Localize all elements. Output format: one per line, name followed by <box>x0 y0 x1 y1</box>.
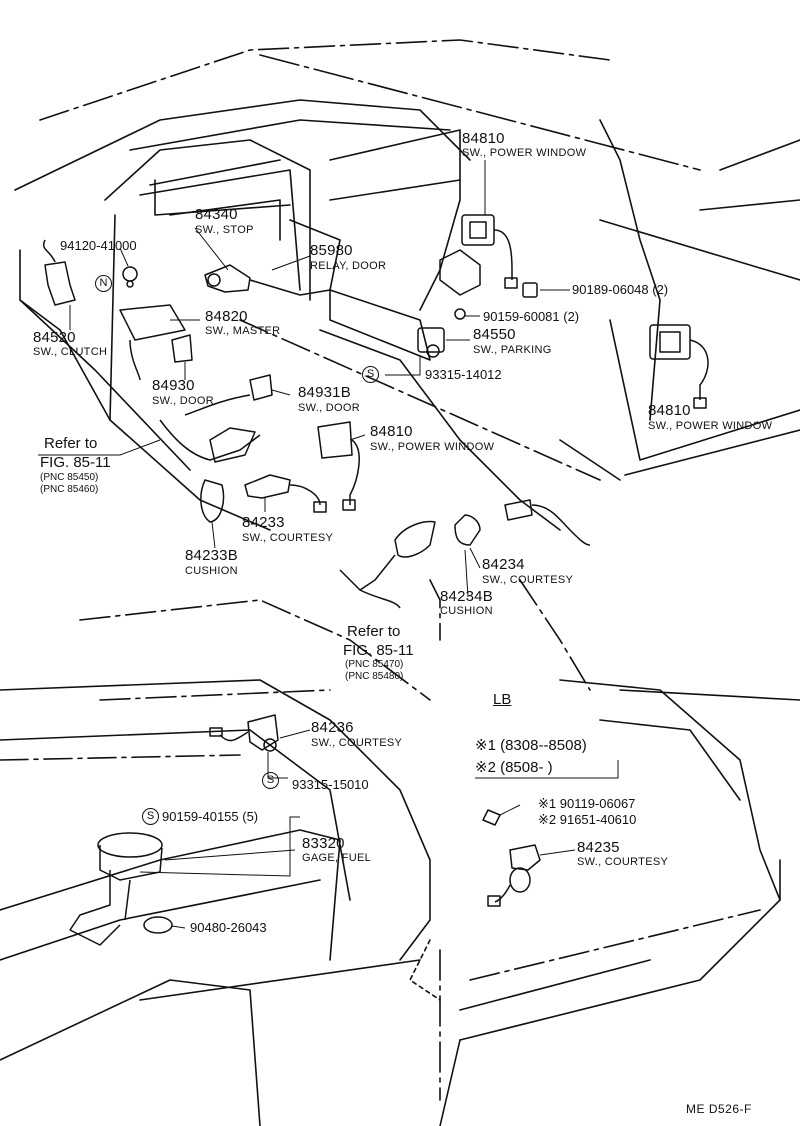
ref1-line1: Refer to <box>44 435 98 452</box>
part-desc-84233B: CUSHION <box>185 565 238 577</box>
s-symbol-93315-14012: S <box>362 366 379 383</box>
part-desc-84930: SW., DOOR <box>152 395 214 407</box>
s-symbol-93315-15010: S <box>262 772 279 789</box>
part-desc-84810-top: SW., POWER WINDOW <box>462 147 587 159</box>
ref1-line2: FIG. 85-11 <box>40 454 111 471</box>
ref2-pnc2: (PNC 85480) <box>345 671 404 682</box>
part-number-84810-mid: 84810 <box>370 423 413 440</box>
s-symbol-90159-40155: S <box>142 808 159 825</box>
part-desc-84810-mid: SW., POWER WINDOW <box>370 441 495 453</box>
part-desc-84810-right: SW., POWER WINDOW <box>648 420 773 432</box>
part-number-84550: 84550 <box>473 326 516 343</box>
part-desc-84234: SW., COURTESY <box>482 574 574 586</box>
lb-note-1: ※1 (8308--8508) <box>475 737 587 754</box>
part-number-84931B: 84931B <box>298 384 351 401</box>
part-number-83320: 83320 <box>302 835 345 852</box>
part-desc-84550: SW., PARKING <box>473 344 552 356</box>
part-number-84234: 84234 <box>482 556 525 573</box>
part-number-90159-40155: 90159-40155 (5) <box>162 809 259 824</box>
lb-title: LB <box>493 691 512 708</box>
ref2-line1: Refer to <box>347 623 401 640</box>
ref2-pnc1: (PNC 85470) <box>345 659 404 670</box>
part-number-93315-15010: 93315-15010 <box>292 777 369 792</box>
part-desc-83320: GAGE, FUEL <box>302 852 372 864</box>
part-desc-84235: SW., COURTESY <box>577 856 669 868</box>
part-number-85980: 85980 <box>310 242 353 259</box>
part-number-84233: 84233 <box>242 514 285 531</box>
part-number-84236: 84236 <box>311 719 354 736</box>
part-number-84930: 84930 <box>152 377 195 394</box>
part-number-93315-14012: 93315-14012 <box>425 367 502 382</box>
part-number-84520: 84520 <box>33 329 76 346</box>
part-number-84820: 84820 <box>205 308 248 325</box>
ref1-pnc1: (PNC 85450) <box>40 472 99 483</box>
part-number-84810-top: 84810 <box>462 130 505 147</box>
part-number-94120: 94120-41000 <box>60 238 137 253</box>
part-number-84235: 84235 <box>577 839 620 856</box>
lb-note-2: ※2 (8508- ) <box>475 759 553 776</box>
n-symbol: N <box>95 275 112 292</box>
part-desc-84931B: SW., DOOR <box>298 402 360 414</box>
part-number-90159-60081: 90159-60081 (2) <box>483 309 580 324</box>
part-desc-84234B: CUSHION <box>440 605 493 617</box>
part-desc-84236: SW., COURTESY <box>311 737 403 749</box>
part-number-84234B: 84234B <box>440 588 493 605</box>
lb-alt-part-1: ※1 90119-06067 <box>538 796 636 811</box>
part-number-90480: 90480-26043 <box>190 920 267 935</box>
ref2-line2: FIG. 85-11 <box>343 642 414 659</box>
ref1-pnc2: (PNC 85460) <box>40 484 99 495</box>
lb-alt-part-2: ※2 91651-40610 <box>538 812 637 827</box>
part-number-90189: 90189-06048 (2) <box>572 282 669 297</box>
part-desc-84520: SW., CLUTCH <box>33 346 108 358</box>
part-number-84340: 84340 <box>195 206 238 223</box>
part-desc-84820: SW., MASTER <box>205 325 281 337</box>
part-desc-84340: SW., STOP <box>195 224 254 236</box>
part-desc-85980: RELAY, DOOR <box>310 260 387 272</box>
part-number-84810-right: 84810 <box>648 402 691 419</box>
part-number-84233B: 84233B <box>185 547 238 564</box>
diagram-code: ME D526-F <box>686 1102 752 1116</box>
part-desc-84233: SW., COURTESY <box>242 532 334 544</box>
